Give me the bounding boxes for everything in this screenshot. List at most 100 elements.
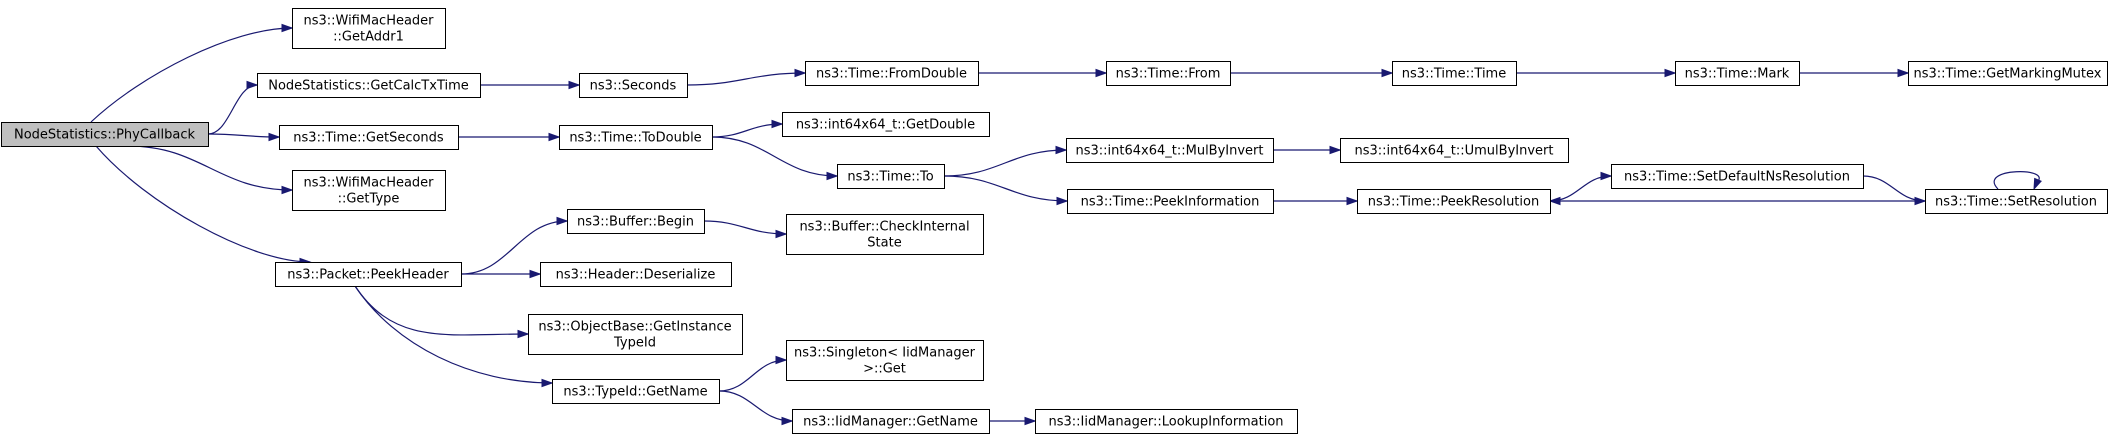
node-label: ns3::Time::GetSeconds — [293, 131, 444, 146]
node-box — [837, 164, 945, 189]
node-label: ns3::Seconds — [590, 79, 677, 94]
node-box — [792, 409, 990, 434]
node-typeidname[interactable]: ns3::TypeId::GetName — [552, 379, 720, 404]
node-lookupinfo[interactable]: ns3::IidManager::LookupInformation — [1035, 409, 1298, 434]
node-label: ns3::Time::FromDouble — [816, 67, 967, 82]
node-umulbyinvert[interactable]: ns3::int64x64_t::UmulByInvert — [1340, 138, 1569, 163]
node-calctx[interactable]: NodeStatistics::GetCalcTxTime — [257, 73, 481, 98]
node-label: ns3::Time::GetMarkingMutex — [1914, 67, 2102, 82]
edge-timefrom-to-timetime — [1230, 68, 1394, 78]
node-label: State — [867, 236, 901, 251]
node-box — [1611, 164, 1864, 189]
node-getsec[interactable]: ns3::Time::GetSeconds — [279, 125, 459, 150]
node-label: ns3::WifiMacHeader — [303, 176, 434, 191]
edge-timetime-to-timemark — [1516, 68, 1677, 78]
node-box — [786, 214, 984, 255]
node-timemark[interactable]: ns3::Time::Mark — [1675, 61, 1800, 86]
node-box — [540, 262, 732, 287]
node-mulbyinvert[interactable]: ns3::int64x64_t::MulByInvert — [1066, 138, 1274, 163]
node-setres[interactable]: ns3::Time::SetResolution — [1925, 189, 2108, 214]
node-box — [275, 262, 462, 287]
node-box — [528, 314, 743, 355]
node-peekinfo[interactable]: ns3::Time::PeekInformation — [1067, 189, 1274, 214]
node-label: ns3::ObjectBase::GetInstance — [538, 320, 731, 335]
node-peekhdr[interactable]: ns3::Packet::PeekHeader — [275, 262, 462, 287]
node-label: ns3::int64x64_t::UmulByInvert — [1355, 144, 1554, 159]
node-label: TypeId — [613, 336, 656, 351]
edge-peekhdr-to-objinst — [354, 285, 530, 339]
node-box — [1106, 61, 1231, 86]
node-label: ns3::Buffer::CheckInternal — [799, 220, 969, 235]
node-box — [279, 125, 459, 150]
node-addr1[interactable]: ns3::WifiMacHeader::GetAddr1 — [292, 8, 446, 49]
node-label: ns3::Time::ToDouble — [569, 131, 701, 146]
node-box — [1066, 138, 1274, 163]
node-label: ns3::Time::SetResolution — [1935, 195, 2097, 210]
node-label: ns3::Packet::PeekHeader — [287, 268, 449, 283]
edges-layer — [90, 23, 2042, 426]
node-box — [1392, 61, 1517, 86]
node-label: >::Get — [863, 362, 906, 377]
node-label: ns3::int64x64_t::MulByInvert — [1075, 144, 1263, 159]
node-box — [552, 379, 720, 404]
node-box — [1, 122, 209, 147]
node-box — [1357, 189, 1551, 214]
node-label: ns3::Buffer::Begin — [577, 215, 694, 230]
edge-peekhdr-to-hdrdeser — [460, 269, 542, 279]
node-label: ns3::Time::To — [847, 170, 933, 185]
node-label: ns3::Singleton< IidManager — [794, 346, 976, 361]
node-label: ns3::Time::SetDefaultNsResolution — [1624, 170, 1850, 185]
edge-peekinfo-to-peekres — [1273, 196, 1359, 206]
node-label: ns3::Time::PeekResolution — [1368, 195, 1539, 210]
edge-timeto-to-mulbyinvert — [943, 145, 1068, 177]
edge-root-to-addr1 — [90, 23, 294, 123]
edge-typeidname-to-singletonget — [718, 355, 788, 392]
node-box — [1908, 61, 2108, 86]
edge-setres-to-setres — [1993, 171, 2042, 191]
node-timeto[interactable]: ns3::Time::To — [837, 164, 945, 189]
node-label: ns3::WifiMacHeader — [303, 14, 434, 29]
node-peekres[interactable]: ns3::Time::PeekResolution — [1357, 189, 1551, 214]
node-gettype[interactable]: ns3::WifiMacHeader::GetType — [292, 170, 446, 211]
edge-typeidname-to-iidgetname — [718, 390, 794, 426]
node-int64getdouble[interactable]: ns3::int64x64_t::GetDouble — [782, 112, 990, 137]
edge-todouble-to-int64getdouble — [711, 119, 784, 138]
node-timefrom[interactable]: ns3::Time::From — [1106, 61, 1231, 86]
edge-timeto-to-peekinfo — [943, 175, 1069, 206]
edge-root-to-gettype — [127, 145, 294, 195]
node-singletonget[interactable]: ns3::Singleton< IidManager >::Get — [786, 340, 984, 381]
node-hdrdeser[interactable]: ns3::Header::Deserialize — [540, 262, 732, 287]
edge-setdefaultns-to-setres — [1862, 175, 1927, 206]
node-box — [1340, 138, 1569, 163]
node-box — [292, 170, 446, 211]
node-fromdouble[interactable]: ns3::Time::FromDouble — [805, 61, 979, 86]
edge-setres-to-peekres — [1548, 196, 1925, 206]
node-label: NodeStatistics::PhyCallback — [14, 128, 196, 143]
edge-root-to-peekhdr — [95, 145, 312, 267]
edge-root-to-getsec — [207, 132, 281, 142]
edge-peekhdr-to-bufbegin — [460, 216, 569, 275]
node-label: ns3::Header::Deserialize — [556, 268, 716, 283]
node-box — [805, 61, 979, 86]
node-label: ::GetType — [338, 192, 400, 207]
node-seconds[interactable]: ns3::Seconds — [579, 73, 688, 98]
node-todouble[interactable]: ns3::Time::ToDouble — [559, 125, 713, 150]
node-setdefaultns[interactable]: ns3::Time::SetDefaultNsResolution — [1611, 164, 1864, 189]
node-box — [1067, 189, 1274, 214]
edge-todouble-to-timeto — [711, 136, 839, 181]
node-iidgetname[interactable]: ns3::IidManager::GetName — [792, 409, 990, 434]
node-box — [782, 112, 990, 137]
node-timetime[interactable]: ns3::Time::Time — [1392, 61, 1517, 86]
node-root[interactable]: NodeStatistics::PhyCallback — [1, 122, 209, 147]
node-box — [1675, 61, 1800, 86]
node-getmarkingmutex[interactable]: ns3::Time::GetMarkingMutex — [1908, 61, 2108, 86]
node-box — [1925, 189, 2108, 214]
edge-peekhdr-to-typeidname — [354, 285, 554, 388]
edge-seconds-to-fromdouble — [686, 68, 807, 86]
node-bufbegin[interactable]: ns3::Buffer::Begin — [567, 209, 705, 234]
node-label: NodeStatistics::GetCalcTxTime — [268, 79, 469, 94]
node-label: ns3::int64x64_t::GetDouble — [796, 118, 975, 133]
